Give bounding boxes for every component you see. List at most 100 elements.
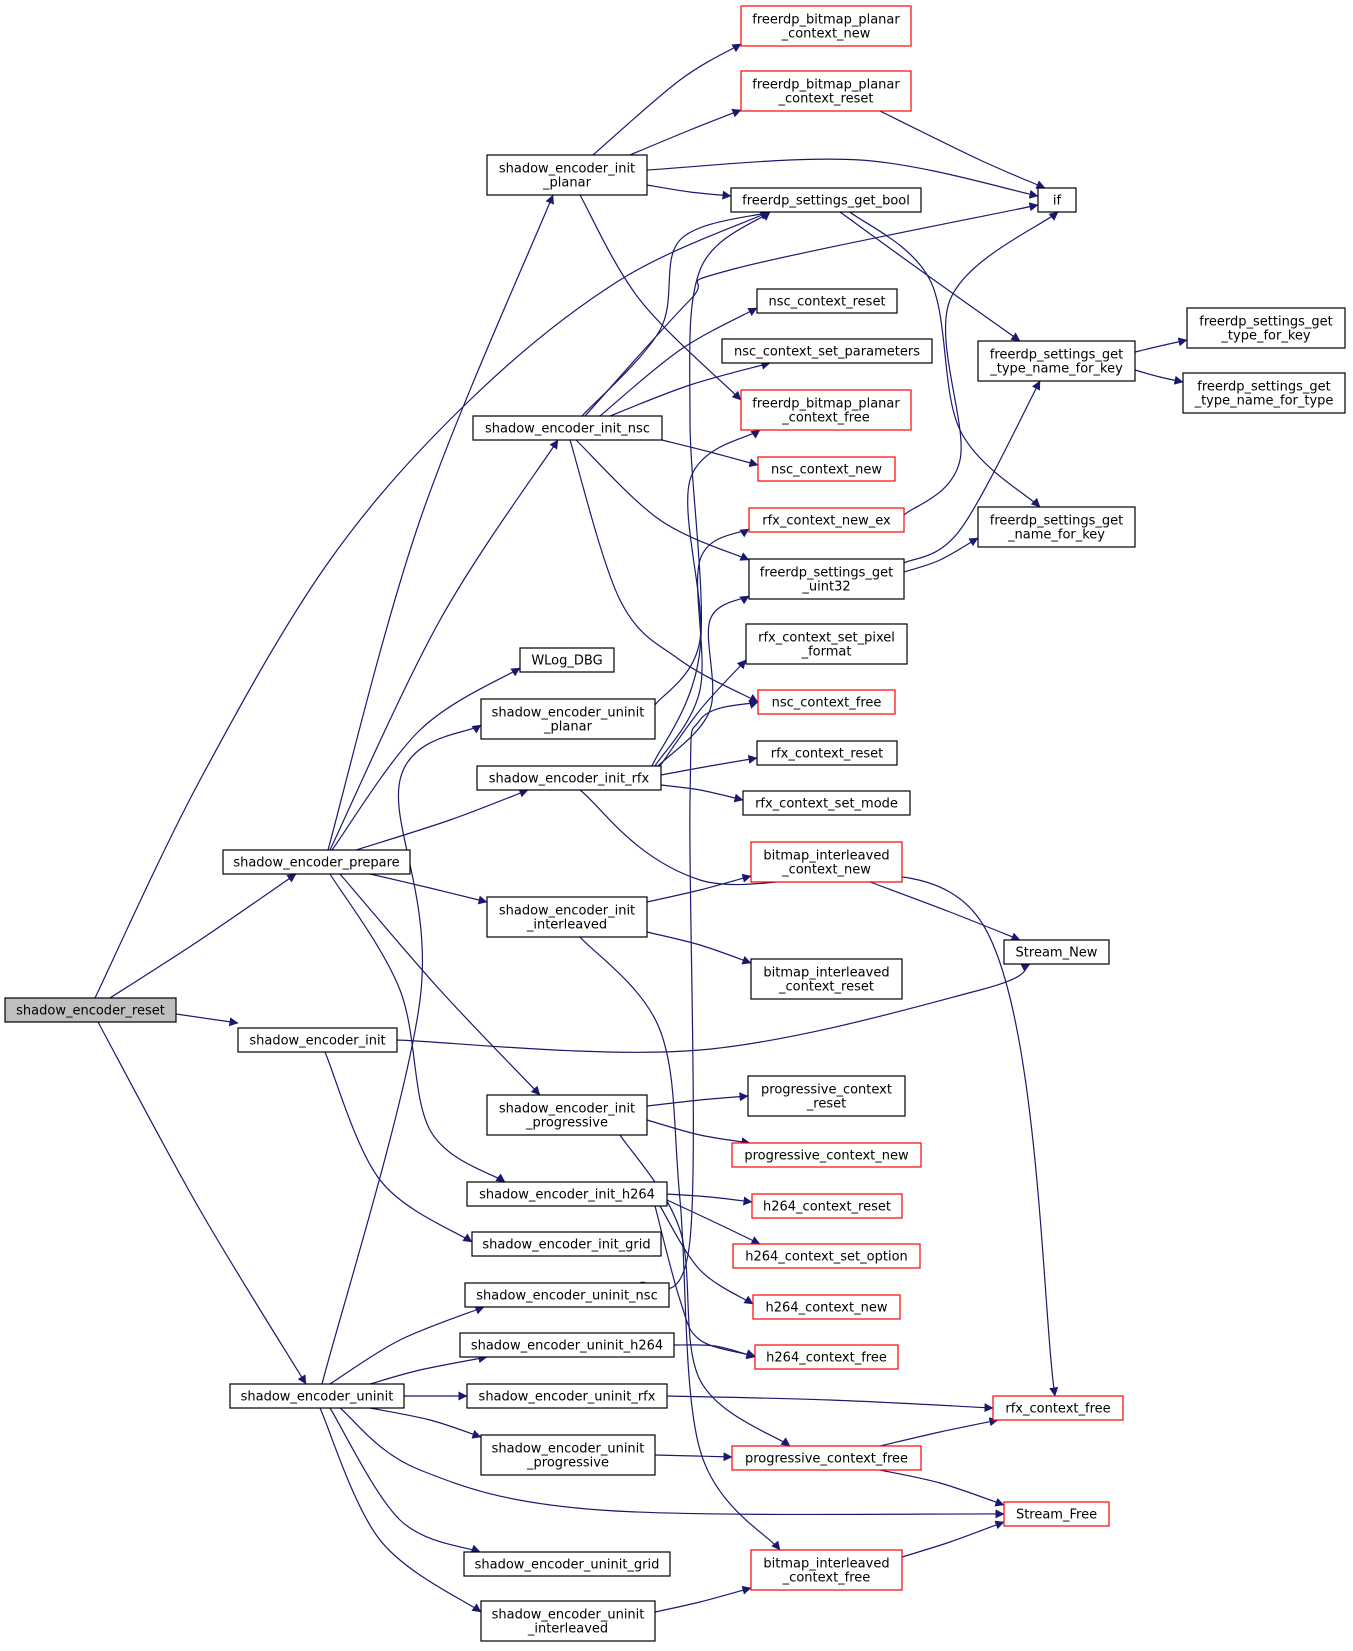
node-label: nsc_context_free xyxy=(772,696,882,711)
nodes-layer: shadow_encoder_reset shadow_encoder_prepa… xyxy=(4,5,1346,1642)
node-rfx_context_reset[interactable]: rfx_context_reset xyxy=(756,740,898,766)
node-freerdp_settings_get_type_name_for_key[interactable]: freerdp_settings_get_type_name_for_key xyxy=(977,340,1136,382)
node-label: shadow_encoder_uninit xyxy=(492,706,645,721)
node-shadow_encoder_init[interactable]: shadow_encoder_init xyxy=(237,1027,398,1053)
node-label: WLog_DBG xyxy=(531,654,602,669)
edge-shadow_encoder_init_rfx-to-freerdp_settings_get_uint32 xyxy=(657,595,750,767)
node-freerdp_bitmap_planar_context_reset[interactable]: freerdp_bitmap_planar_context_reset xyxy=(740,70,912,112)
node-box xyxy=(756,740,898,766)
node-rfx_context_new_ex[interactable]: rfx_context_new_ex xyxy=(748,507,905,533)
node-shadow_encoder_uninit[interactable]: shadow_encoder_uninit xyxy=(229,1383,405,1409)
node-label: _progressive xyxy=(526,1456,609,1471)
node-label: progressive_context xyxy=(761,1083,892,1098)
node-WLog_DBG[interactable]: WLog_DBG xyxy=(519,647,615,673)
node-rfx_context_set_pixel_format[interactable]: rfx_context_set_pixel_format xyxy=(745,623,908,665)
edges-layer xyxy=(94,43,1188,1613)
edge-shadow_encoder_init_progressive-to-progressive_context_new xyxy=(646,1119,751,1147)
node-box xyxy=(750,1549,903,1591)
node-freerdp_settings_get_type_name_for_type[interactable]: freerdp_settings_get_type_name_for_type xyxy=(1182,372,1346,414)
node-box xyxy=(459,1332,675,1358)
edge-rfx_context_new_ex-to-if xyxy=(903,211,1059,516)
node-shadow_encoder_init_planar[interactable]: shadow_encoder_init_planar xyxy=(486,154,648,196)
node-label: freerdp_bitmap_planar xyxy=(752,13,900,28)
node-shadow_encoder_init_progressive[interactable]: shadow_encoder_init_progressive xyxy=(486,1094,648,1136)
node-label: shadow_encoder_prepare xyxy=(233,856,399,871)
node-freerdp_settings_get_bool[interactable]: freerdp_settings_get_bool xyxy=(730,187,922,213)
node-rfx_context_set_mode[interactable]: rfx_context_set_mode xyxy=(742,790,911,816)
node-freerdp_settings_get_type_for_key[interactable]: freerdp_settings_get_type_for_key xyxy=(1186,307,1346,349)
node-label: shadow_encoder_init_rfx xyxy=(489,772,650,787)
edge-shadow_encoder_init_nsc-to-freerdp_settings_get_bool xyxy=(581,210,771,417)
node-rfx_context_free[interactable]: rfx_context_free xyxy=(992,1395,1124,1421)
node-label: shadow_encoder_uninit xyxy=(492,1608,645,1623)
edge-shadow_encoder_init_nsc-to-if xyxy=(584,202,1039,417)
node-bitmap_interleaved_context_free[interactable]: bitmap_interleaved_context_free xyxy=(750,1549,903,1591)
node-freerdp_settings_get_name_for_key[interactable]: freerdp_settings_get_name_for_key xyxy=(977,506,1136,548)
edge-shadow_encoder_init_planar-to-freerdp_bitmap_planar_context_new xyxy=(592,43,742,156)
node-shadow_encoder_uninit_planar[interactable]: shadow_encoder_uninit_planar xyxy=(480,698,656,740)
node-progressive_context_free[interactable]: progressive_context_free xyxy=(731,1445,922,1471)
node-shadow_encoder_reset[interactable]: shadow_encoder_reset xyxy=(4,997,177,1023)
node-label: _type_for_key xyxy=(1220,329,1310,344)
node-box xyxy=(730,187,922,213)
node-label: _interleaved xyxy=(527,1622,608,1637)
node-freerdp_bitmap_planar_context_free[interactable]: freerdp_bitmap_planar_context_free xyxy=(740,389,912,431)
node-shadow_encoder_uninit_nsc[interactable]: shadow_encoder_uninit_nsc xyxy=(464,1282,670,1308)
node-Stream_Free[interactable]: Stream_Free xyxy=(1003,1501,1110,1527)
node-box xyxy=(752,1294,901,1320)
node-box xyxy=(486,1094,648,1136)
node-shadow_encoder_uninit_grid[interactable]: shadow_encoder_uninit_grid xyxy=(463,1551,671,1577)
edge-shadow_encoder_uninit_h264-to-h264_context_free xyxy=(673,1344,756,1360)
node-progressive_context_new[interactable]: progressive_context_new xyxy=(731,1142,922,1168)
node-label: progressive_context_new xyxy=(744,1149,909,1164)
node-h264_context_reset[interactable]: h264_context_reset xyxy=(751,1193,903,1219)
node-label: shadow_encoder_init_nsc xyxy=(485,422,650,437)
node-shadow_encoder_init_interleaved[interactable]: shadow_encoder_init_interleaved xyxy=(486,896,648,938)
node-h264_context_free[interactable]: h264_context_free xyxy=(754,1344,899,1370)
node-nsc_context_set_parameters[interactable]: nsc_context_set_parameters xyxy=(721,338,933,364)
node-box xyxy=(480,698,656,740)
node-label: freerdp_settings_get xyxy=(760,566,893,581)
node-label: _reset xyxy=(806,1097,846,1112)
node-label: shadow_encoder_init xyxy=(249,1034,385,1049)
node-Stream_New[interactable]: Stream_New xyxy=(1003,939,1110,965)
node-nsc_context_new[interactable]: nsc_context_new xyxy=(757,456,896,482)
node-h264_context_set_option[interactable]: h264_context_set_option xyxy=(732,1243,921,1269)
node-h264_context_new[interactable]: h264_context_new xyxy=(752,1294,901,1320)
node-shadow_encoder_init_nsc[interactable]: shadow_encoder_init_nsc xyxy=(472,415,663,441)
node-label: freerdp_settings_get_bool xyxy=(742,194,910,209)
node-box xyxy=(748,558,905,600)
node-label: _name_for_key xyxy=(1007,528,1105,543)
node-shadow_encoder_uninit_rfx[interactable]: shadow_encoder_uninit_rfx xyxy=(466,1383,668,1409)
node-shadow_encoder_init_rfx[interactable]: shadow_encoder_init_rfx xyxy=(476,765,662,791)
node-label: freerdp_settings_get xyxy=(1199,315,1332,330)
edge-shadow_encoder_init_interleaved-to-bitmap_interleaved_context_reset xyxy=(646,931,752,965)
node-shadow_encoder_init_grid[interactable]: shadow_encoder_init_grid xyxy=(471,1231,662,1257)
node-box xyxy=(754,1344,899,1370)
node-nsc_context_reset[interactable]: nsc_context_reset xyxy=(756,288,898,314)
node-shadow_encoder_uninit_progressive[interactable]: shadow_encoder_uninit_progressive xyxy=(480,1434,656,1476)
node-bitmap_interleaved_context_new[interactable]: bitmap_interleaved_context_new xyxy=(750,841,903,883)
node-shadow_encoder_init_h264[interactable]: shadow_encoder_init_h264 xyxy=(466,1181,668,1207)
node-label: _type_name_for_type xyxy=(1194,394,1334,409)
node-nsc_context_free[interactable]: nsc_context_free xyxy=(757,689,896,715)
node-label: _planar xyxy=(543,720,593,735)
node-label: rfx_context_reset xyxy=(771,747,884,762)
node-freerdp_settings_get_uint32[interactable]: freerdp_settings_get_uint32 xyxy=(748,558,905,600)
edge-freerdp_settings_get_uint32-to-freerdp_settings_get_name_for_key xyxy=(903,537,979,573)
node-shadow_encoder_uninit_interleaved[interactable]: shadow_encoder_uninit_interleaved xyxy=(480,1600,656,1642)
node-freerdp_bitmap_planar_context_new[interactable]: freerdp_bitmap_planar_context_new xyxy=(740,5,912,47)
node-if[interactable]: if xyxy=(1037,187,1077,213)
node-shadow_encoder_prepare[interactable]: shadow_encoder_prepare xyxy=(222,849,411,875)
edge-shadow_encoder_init_rfx-to-rfx_context_free xyxy=(579,789,1059,1397)
node-label: rfx_context_set_mode xyxy=(755,797,898,812)
node-box xyxy=(748,507,905,533)
node-label: shadow_encoder_uninit_nsc xyxy=(476,1289,657,1304)
edge-shadow_encoder_init_nsc-to-nsc_context_new xyxy=(661,439,759,468)
node-progressive_context_reset[interactable]: progressive_context_reset xyxy=(747,1075,906,1117)
node-shadow_encoder_uninit_h264[interactable]: shadow_encoder_uninit_h264 xyxy=(459,1332,675,1358)
node-label: h264_context_reset xyxy=(763,1200,891,1215)
edge-shadow_encoder_init_progressive-to-progressive_context_reset xyxy=(646,1092,749,1107)
node-bitmap_interleaved_context_reset[interactable]: bitmap_interleaved_context_reset xyxy=(750,958,903,1000)
node-box xyxy=(1003,1501,1110,1527)
